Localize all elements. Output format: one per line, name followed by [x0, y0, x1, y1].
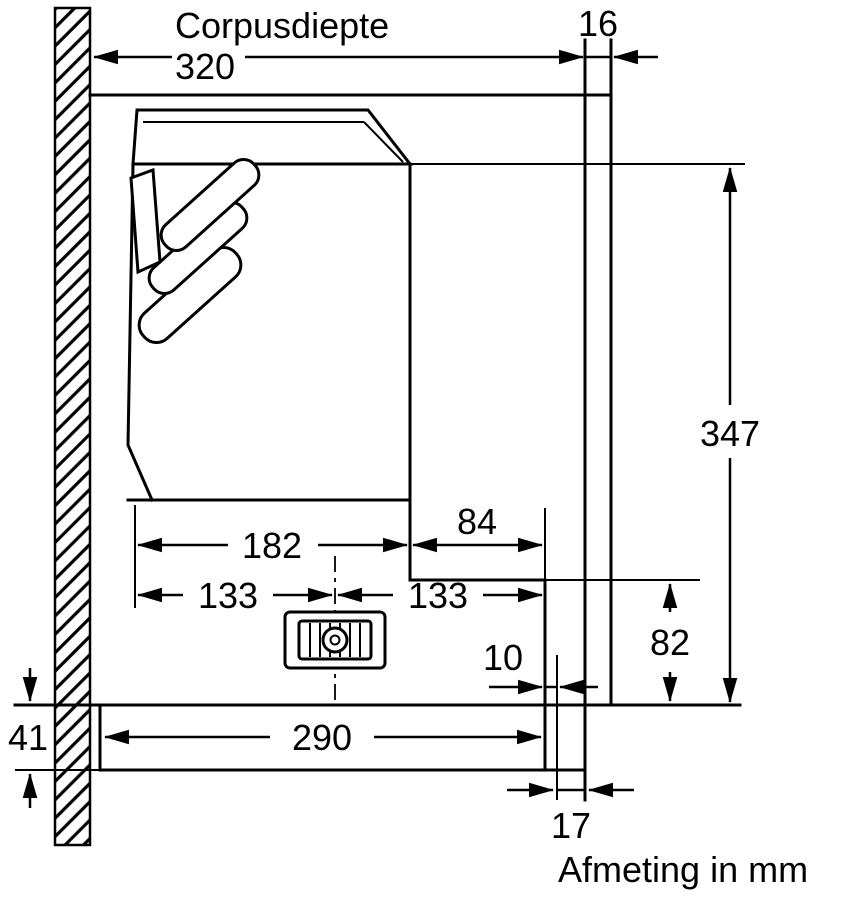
visor-depth-value: 290: [292, 717, 352, 758]
dim-corpus-depth: Corpusdiepte 320: [92, 5, 585, 87]
inner-height-value: 347: [700, 413, 760, 454]
front-gap-value: 10: [483, 637, 523, 678]
dim-visor-depth: 290: [103, 717, 543, 758]
dim-center-left: 133: [136, 575, 334, 616]
lower-height-value: 82: [650, 622, 690, 663]
dim-lower-section-height: 82: [650, 582, 690, 703]
wall-hatch: [53, 6, 92, 847]
hood-canopy-inner-slant: [363, 121, 404, 163]
hood-body: [126, 108, 745, 800]
body-depth-value: 182: [242, 525, 302, 566]
dim-front-gap: 10: [483, 637, 598, 695]
units-footer: Afmeting in mm: [558, 849, 808, 890]
front-panel-value: 17: [551, 805, 591, 846]
grease-filters: [129, 157, 261, 345]
filter-side-panel: [129, 167, 162, 275]
hood-canopy: [131, 108, 414, 166]
center-left-value: 133: [198, 575, 258, 616]
spigot-screw-inner: [329, 634, 341, 646]
dim-rear-clearance: 84: [411, 501, 546, 582]
cabinet-outline: [13, 38, 742, 802]
center-right-value: 133: [408, 575, 468, 616]
duct-spigot: [283, 556, 387, 702]
hood-body-left-edge: [126, 162, 154, 502]
rear-clearance-value: 84: [457, 501, 497, 542]
dim-inner-height: 347: [700, 166, 760, 704]
grease-filter-band-1: [159, 157, 261, 253]
panel-thickness-value: 16: [578, 3, 618, 44]
corpus-depth-value: 320: [175, 46, 235, 87]
corpus-depth-label: Corpusdiepte: [175, 5, 389, 46]
dim-panel-thickness: 16: [578, 3, 658, 65]
dim-body-depth: 182: [134, 505, 409, 608]
visor-height-value: 41: [8, 717, 48, 758]
dim-front-panel-depth: 17: [507, 782, 634, 846]
dim-visor-height: 41: [8, 668, 48, 808]
spigot-screw-outer: [321, 626, 349, 654]
dim-center-right: 133: [336, 575, 544, 616]
